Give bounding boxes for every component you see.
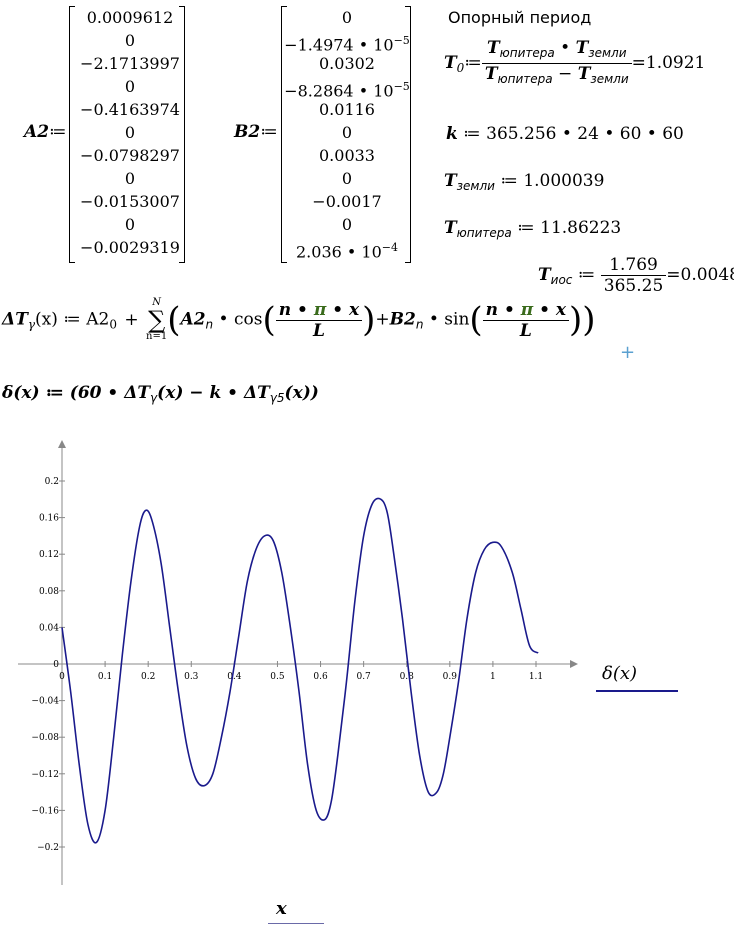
- k-equation[interactable]: k ≔ 365.256 • 24 • 60 • 60: [446, 124, 684, 144]
- matrix-cell: −0.0153007: [80, 192, 180, 211]
- y-tick-label: 0.2: [45, 477, 59, 487]
- t-jupiter-equation[interactable]: Tюпитера ≔ 11.86223: [444, 218, 622, 240]
- matrix-cell: −0.0029319: [80, 238, 180, 257]
- matrix-cell: 0: [341, 169, 353, 188]
- matrix-a2-right-bracket: [179, 6, 185, 263]
- matrix-a2-values[interactable]: 0.0009612 0 −2.1713997 0 −0.4163974 0 −0.07982…: [74, 6, 186, 259]
- matrix-cell: 0: [124, 77, 136, 96]
- y-tick-label: 0.08: [39, 587, 59, 597]
- x-tick-label: 0.7: [356, 672, 371, 682]
- legend-line: [596, 690, 678, 692]
- y-tick-label: −0.08: [31, 733, 59, 743]
- x-axis-arrow: [570, 660, 578, 668]
- t-ios-equation[interactable]: Tиос ≔ 1.769 365.25 =0.0048: [538, 255, 734, 296]
- matrix-cell: −0.4163974: [80, 100, 180, 119]
- legend-label: δ(x): [602, 663, 638, 684]
- y-tick-label: 0.12: [39, 550, 59, 560]
- delta-plot[interactable]: 0 0.1 0.2 0.3 0.4 0.5 0.6 0.7 0.8 0.9 1 1.1 0.2 0.16 0…: [0, 430, 734, 936]
- y-tick-label: 0.16: [39, 514, 59, 524]
- matrix-cell: 0.0009612: [86, 8, 174, 27]
- matrix-cell: 0: [341, 215, 353, 234]
- x-tick-label: 1.1: [529, 672, 543, 682]
- matrix-cell: −0.0798297: [80, 146, 180, 165]
- matrix-cell: 0: [124, 215, 136, 234]
- matrix-b2-label[interactable]: B2≔: [234, 122, 278, 142]
- x-tick-label: 0.4: [227, 672, 242, 682]
- y-tick-label: −0.12: [31, 770, 59, 780]
- reference-period-heading: Опорный период: [448, 8, 592, 27]
- y-axis-arrow: [58, 440, 66, 448]
- x-tick-label: 0.1: [98, 672, 112, 682]
- matrix-cell: 0.0116: [319, 100, 375, 119]
- x-axis-label-underline: [268, 923, 324, 924]
- x-tick-label: 0.5: [270, 672, 285, 682]
- t0-equation[interactable]: T0≔ Tюпитера • Tземли Tюпитера − Tземли …: [444, 38, 706, 86]
- x-axis-label: x: [276, 898, 287, 919]
- x-tick-label: 0.2: [141, 672, 155, 682]
- y-tick-label: −0.04: [31, 697, 59, 707]
- matrix-cell: 0: [341, 8, 353, 27]
- matrix-a2-left-bracket: [69, 6, 75, 263]
- y-tick-label: 0.04: [39, 623, 59, 633]
- matrix-cell: 0: [341, 123, 353, 142]
- matrix-cell: −2.1713997: [80, 54, 180, 73]
- y-tick-label: −0.16: [31, 806, 59, 816]
- matrix-b2-left-bracket: [281, 6, 287, 263]
- t-earth-equation[interactable]: Tземли ≔ 1.000039: [444, 171, 605, 193]
- y-tick-label: 0: [53, 660, 59, 670]
- x-tick-label: 1: [490, 672, 496, 682]
- matrix-cell: 0.0302: [319, 54, 375, 73]
- matrix-cell: 0: [124, 169, 136, 188]
- series-line: [61, 497, 539, 844]
- matrix-cell: 0: [124, 123, 136, 142]
- matrix-cell: −1.4974 • 10−5: [284, 34, 410, 55]
- y-tick-label: −0.2: [37, 843, 59, 853]
- delta-t-gamma-formula[interactable]: ΔTγ(x) ≔ A20 + N ∑ n=1 (A2n • cos(n • π …: [2, 297, 596, 342]
- x-tick-label: 0.8: [400, 672, 415, 682]
- matrix-cell: 0.0033: [319, 146, 375, 165]
- matrix-cell: 0: [124, 31, 136, 50]
- matrix-cell: −8.2864 • 10−5: [284, 80, 410, 101]
- x-tick-label: 0.9: [443, 672, 458, 682]
- matrix-cell: −0.0017: [312, 192, 382, 211]
- delta-formula[interactable]: δ(x) ≔ (60 • ΔTγ(x) − k • ΔTγ5(x)): [2, 383, 319, 405]
- matrix-cell: 2.036 • 10−4: [296, 241, 398, 262]
- matrix-b2-right-bracket: [405, 6, 411, 263]
- matrix-a2-label[interactable]: A2≔: [24, 122, 67, 142]
- x-tick-label: 0.6: [313, 672, 328, 682]
- x-tick-label: 0.3: [184, 672, 199, 682]
- cursor-crosshair-icon: +: [620, 342, 636, 363]
- x-tick-label: 0: [59, 672, 65, 682]
